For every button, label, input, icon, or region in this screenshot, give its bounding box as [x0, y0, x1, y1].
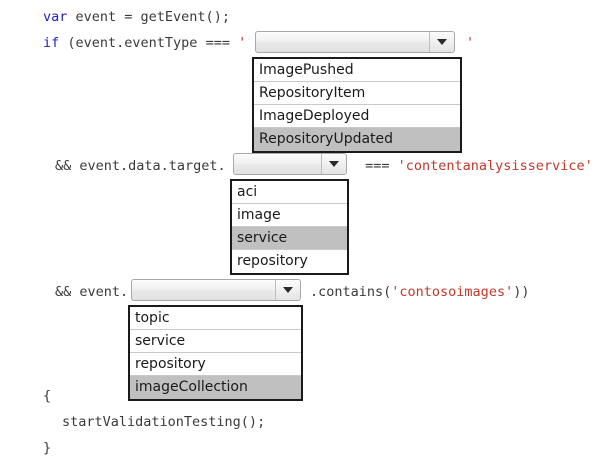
combobox-event-type-value[interactable]: [256, 32, 429, 52]
list-item[interactable]: aci: [232, 181, 347, 204]
code-line-4: && event.: [55, 283, 128, 301]
keyword-var: var: [43, 9, 68, 25]
code-line-4-string: 'contosoimages': [391, 284, 514, 300]
dropdown-list-event-property[interactable]: topic service repository imageCollection: [128, 305, 303, 401]
code-line-4-tail: .contains('contosoimages')): [310, 283, 529, 301]
combobox-event-property-value[interactable]: [132, 280, 275, 300]
code-line-3-tail: === 'contentanalysisservice': [357, 157, 593, 175]
list-item[interactable]: topic: [130, 307, 301, 330]
chevron-down-icon[interactable]: [429, 32, 454, 52]
code-line-4-call: .contains(: [310, 284, 392, 300]
keyword-if: if: [43, 35, 60, 51]
dropdown-list-target-property[interactable]: aci image service repository: [230, 179, 349, 275]
code-line-3-operator: ===: [357, 158, 398, 174]
quote-close-1: ': [466, 35, 475, 51]
list-item[interactable]: repository: [232, 250, 347, 273]
list-item[interactable]: service: [130, 330, 301, 353]
combobox-target-property[interactable]: [233, 153, 347, 175]
quote-close-1-wrap: ': [466, 34, 474, 52]
code-line-4-prefix: && event.: [55, 284, 129, 300]
code-line-1: var event = getEvent();: [43, 8, 230, 26]
list-item[interactable]: repository: [130, 353, 301, 376]
code-line-3: && event.data.target.: [55, 157, 226, 175]
code-line-1-rest: event = getEvent();: [67, 9, 230, 25]
list-item-selected[interactable]: RepositoryUpdated: [254, 128, 460, 151]
list-item-selected[interactable]: service: [232, 227, 347, 250]
quote-open-1: ': [238, 35, 247, 51]
chevron-down-icon[interactable]: [321, 154, 346, 174]
combobox-event-property[interactable]: [131, 279, 301, 301]
code-line-3-prefix: && event.data.target.: [55, 158, 226, 174]
code-line-5: {: [43, 388, 52, 404]
code-line-4-close: )): [513, 284, 530, 300]
code-line-7: }: [43, 440, 52, 456]
list-item[interactable]: ImagePushed: [254, 59, 460, 82]
combobox-target-property-value[interactable]: [234, 154, 321, 174]
chevron-down-icon[interactable]: [275, 280, 300, 300]
list-item[interactable]: image: [232, 204, 347, 227]
combobox-event-type[interactable]: [255, 31, 455, 53]
list-item[interactable]: ImageDeployed: [254, 105, 460, 128]
code-line-3-string: 'contentanalysisservice': [397, 158, 593, 174]
list-item[interactable]: RepositoryItem: [254, 82, 460, 105]
code-line-2: if (event.eventType === ': [43, 34, 246, 52]
code-line-6: startValidationTesting();: [62, 414, 266, 430]
dropdown-list-event-type[interactable]: ImagePushed RepositoryItem ImageDeployed…: [252, 57, 462, 153]
code-line-2-rest: (event.eventType ===: [59, 35, 239, 51]
list-item-selected[interactable]: imageCollection: [130, 376, 301, 399]
